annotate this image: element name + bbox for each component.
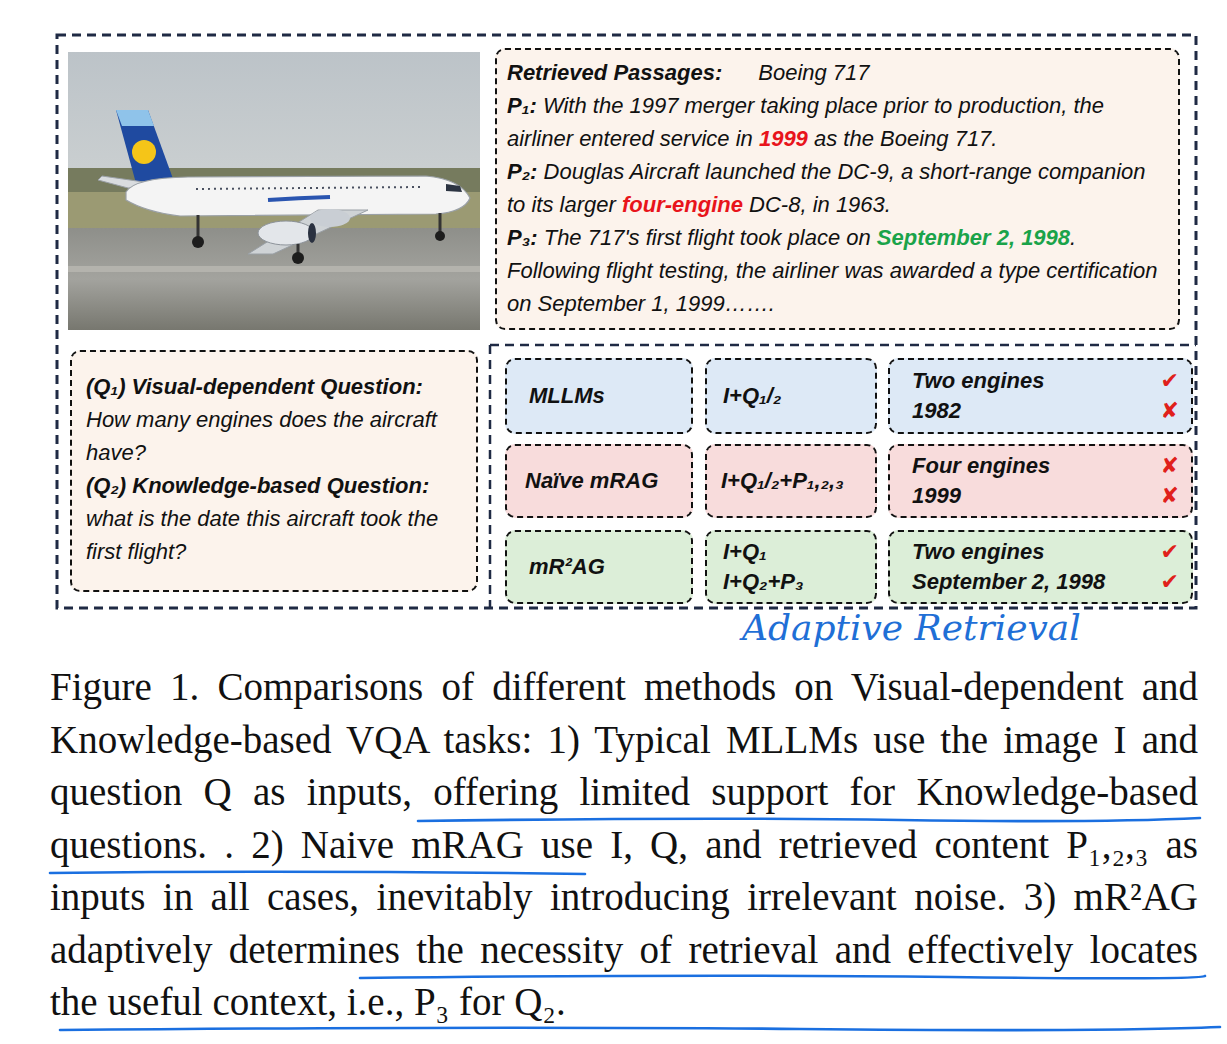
cell-text: Naïve mRAG [525,466,681,496]
aircraft-photo [68,52,480,330]
passage-text: . [1070,225,1076,250]
handwritten-note: Adaptive Retrieval [742,606,1081,650]
figure-caption: Figure 1. Comparisons of different metho… [50,661,1198,1029]
outer-frame [57,35,1196,608]
question-heading: (Q₂) Knowledge-based Question: [86,469,462,502]
cell-text: MLLMs [529,381,681,411]
question-text: what is the date this aircraft took the … [86,502,462,568]
cell-text: I+Q₂+P₃ [723,567,867,597]
answer-row: 1982 ✘ [912,396,1179,426]
passage-box: Retrieved Passages: Boeing 717P₁: With th… [495,48,1180,330]
passage-paragraph: P₂: Douglas Aircraft launched the DC-9, … [507,155,1168,221]
answer-text: Four engines [912,451,1050,481]
answer-mark: ✔ [1161,567,1179,597]
passage-text: DC-8, in 1963. [749,192,891,217]
answer-mark: ✔ [1161,366,1179,396]
method-cell: mR²AG [505,530,693,604]
input-cell: I+Q₁I+Q₂+P₃ [705,530,877,604]
passage-paragraph: P₁: With the 1997 merger taking place pr… [507,89,1168,155]
cell-text: I+Q₁/₂ [723,381,867,411]
passage-text: September 2, 1998 [877,225,1070,250]
passage-text: The 717's first flight took place on [544,225,871,250]
passage-text: four-engine [622,192,743,217]
question-text: How many engines does the aircraft have? [86,403,462,469]
answer-text: September 2, 1998 [912,567,1105,597]
passage-text: 1999 [759,126,808,151]
output-cell: Four engines ✘ 1999 ✘ [888,444,1193,518]
answer-mark: ✘ [1161,481,1179,511]
input-cell: I+Q₁/₂ [705,358,877,434]
answer-text: 1999 [912,481,961,511]
passage-paragraph: P₃: The 717's first flight took place on… [507,221,1168,320]
answer-row: Two engines ✔ [912,366,1179,396]
passage-text: P₁: [507,93,537,118]
method-cell: Naïve mRAG [505,444,693,518]
answer-row: Four engines ✘ [912,451,1179,481]
answer-row: September 2, 1998 ✔ [912,567,1179,597]
answer-text: Two engines [912,537,1044,567]
passage-text: Following flight testing, the airliner w… [507,258,1158,316]
question-box: (Q₁) Visual-dependent Question:How many … [70,350,478,592]
output-cell: Two engines ✔ September 2, 1998 ✔ [888,530,1193,604]
answer-row: 1999 ✘ [912,481,1179,511]
passage-heading: Boeing 717 [758,56,869,89]
question-heading: (Q₁) Visual-dependent Question: [86,370,462,403]
cell-text: mR²AG [529,552,681,582]
passage-heading: Retrieved Passages: [507,60,722,85]
passage-text: P₂: [507,159,537,184]
answer-text: 1982 [912,396,961,426]
passage-text: P₃: [507,225,538,250]
cell-text: I+Q₁/₂+P₁,₂,₃ [721,466,869,496]
cell-text: I+Q₁ [723,537,867,567]
answer-mark: ✔ [1161,537,1179,567]
input-cell: I+Q₁/₂+P₁,₂,₃ [705,444,877,518]
answer-text: Two engines [912,366,1044,396]
answer-row: Two engines ✔ [912,537,1179,567]
passage-text: as the Boeing 717. [814,126,997,151]
passage-paragraph: Retrieved Passages: Boeing 717 [507,56,1168,89]
output-cell: Two engines ✔ 1982 ✘ [888,358,1193,434]
answer-mark: ✘ [1161,451,1179,481]
table-frame [490,345,1196,608]
answer-mark: ✘ [1161,396,1179,426]
method-cell: MLLMs [505,358,693,434]
